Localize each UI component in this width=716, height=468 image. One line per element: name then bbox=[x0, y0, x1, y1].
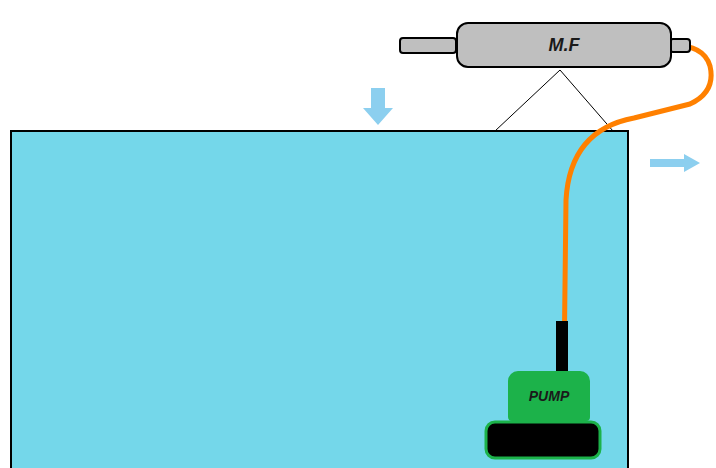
filter-inlet-nozzle bbox=[400, 38, 456, 53]
filter-box: M.F bbox=[456, 22, 672, 68]
outflow-arrow bbox=[650, 154, 700, 172]
filter-support bbox=[495, 70, 560, 131]
node-label: PUMP bbox=[529, 388, 569, 404]
filter-outlet-nozzle bbox=[670, 39, 690, 52]
node-label: M.F bbox=[549, 35, 580, 56]
pump-box: PUMP bbox=[508, 371, 590, 421]
hose-connector bbox=[564, 45, 711, 371]
water-tank bbox=[11, 131, 628, 468]
filter-support bbox=[560, 70, 613, 131]
pump-base bbox=[486, 422, 600, 458]
pump-stem bbox=[556, 321, 568, 373]
inflow-arrow bbox=[363, 88, 393, 125]
